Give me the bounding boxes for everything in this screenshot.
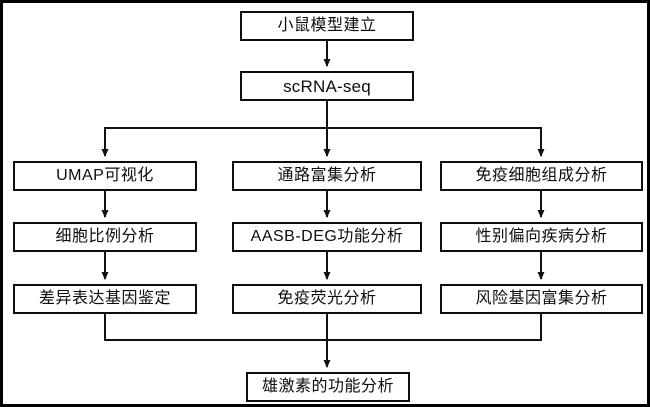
node-immunofluorescence: 免疫荧光分析: [232, 284, 422, 314]
node-androgen-function-analysis: 雄激素的功能分析: [246, 372, 410, 402]
node-aasb-deg-function: AASB-DEG功能分析: [232, 222, 422, 252]
node-sex-biased-disease: 性别偏向疾病分析: [440, 222, 643, 252]
node-scrna-seq: scRNA-seq: [240, 71, 414, 101]
node-mouse-model-establishment: 小鼠模型建立: [240, 11, 414, 41]
node-pathway-enrichment: 通路富集分析: [232, 161, 422, 191]
node-umap-visualization: UMAP可视化: [13, 161, 197, 191]
node-immune-cell-composition: 免疫细胞组成分析: [440, 161, 643, 191]
connector-lines: [101, 41, 545, 368]
node-cell-proportion-analysis: 细胞比例分析: [13, 222, 197, 252]
node-deg-identification: 差异表达基因鉴定: [13, 284, 197, 314]
node-risk-gene-enrichment: 风险基因富集分析: [440, 284, 643, 314]
